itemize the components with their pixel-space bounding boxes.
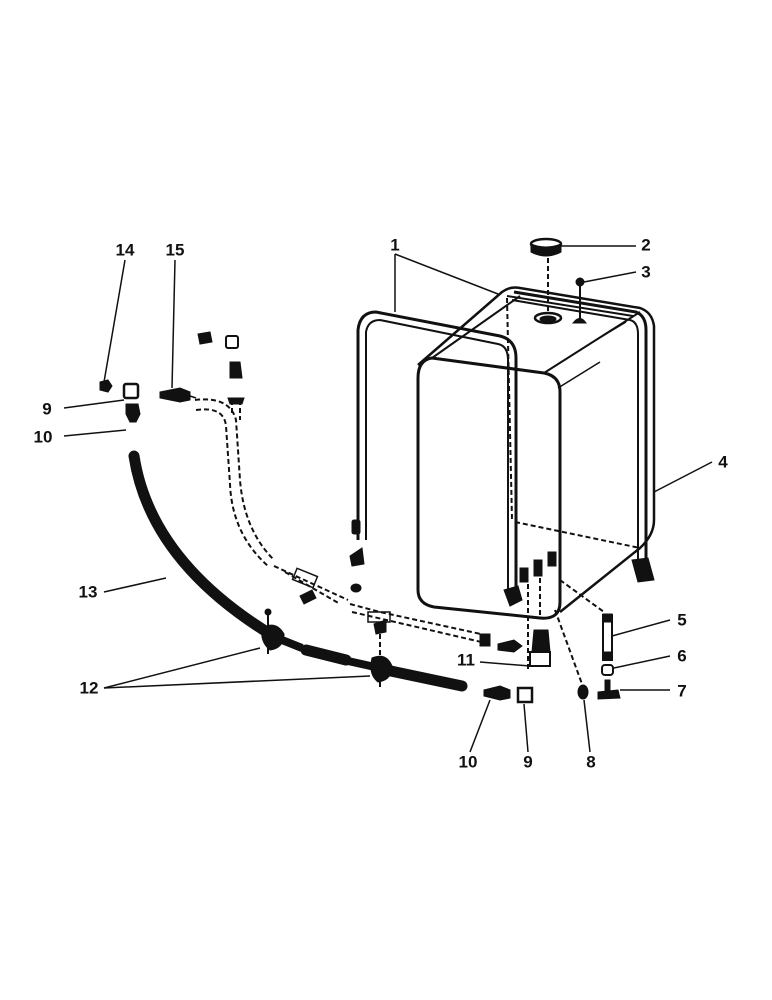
callout-13: 13 (78, 582, 98, 602)
valve-fittings-right (483, 551, 557, 704)
vent-screw (575, 277, 585, 322)
fuel-hose (128, 450, 468, 692)
callout-12: 12 (79, 678, 99, 698)
callout-15: 15 (165, 240, 185, 260)
callout-6: 6 (677, 646, 687, 666)
drain-plug (554, 609, 589, 700)
callout-3: 3 (641, 262, 651, 282)
tank-straps (349, 290, 655, 607)
callout-9-left: 9 (42, 399, 52, 419)
callout-10-left: 10 (33, 427, 53, 447)
callout-14: 14 (115, 240, 135, 260)
hose-clamps (261, 608, 393, 690)
callout-9-right: 9 (523, 752, 533, 772)
callout-11: 11 (457, 650, 475, 670)
fuel-tank (416, 286, 656, 620)
leader-lines (63, 245, 713, 753)
left-fittings (99, 379, 197, 423)
callout-1: 1 (390, 235, 400, 255)
callout-4: 4 (718, 452, 728, 472)
callout-7: 7 (677, 681, 687, 701)
alternate-hose-route (194, 331, 491, 647)
callout-10-right: 10 (458, 752, 478, 772)
callout-5: 5 (677, 610, 687, 630)
sight-tube-assembly (559, 579, 621, 700)
callout-8: 8 (586, 752, 596, 772)
filler-cap (529, 237, 563, 312)
callout-2: 2 (641, 235, 651, 255)
